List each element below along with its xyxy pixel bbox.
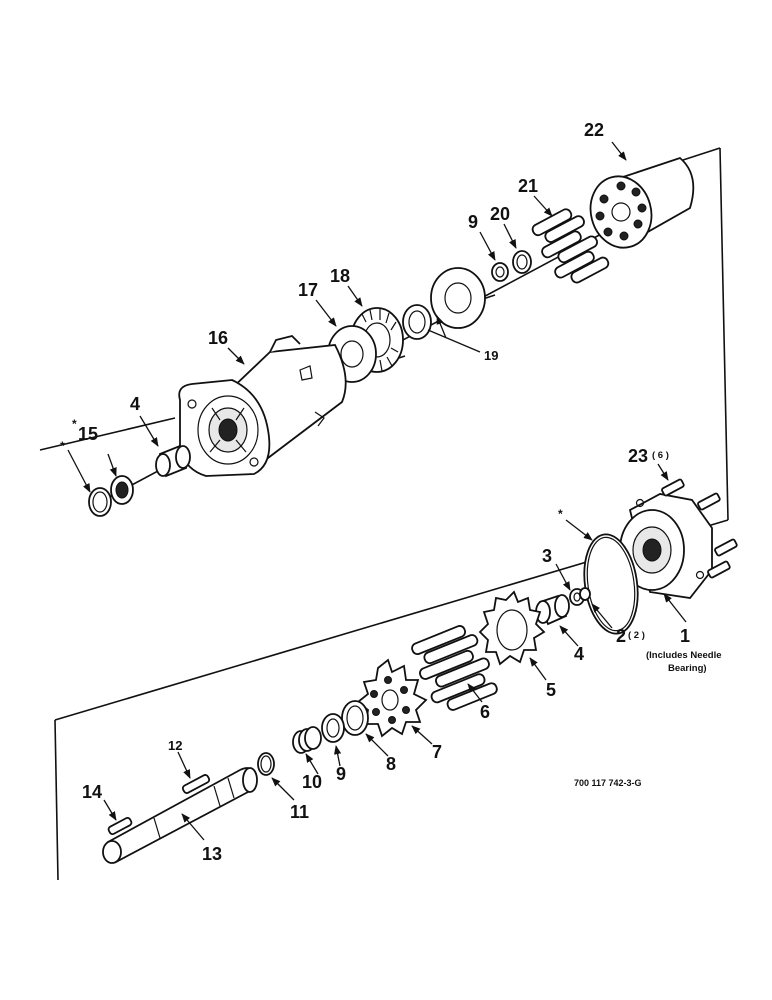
label-10: 10	[302, 772, 322, 792]
label-4-lower: 4	[574, 644, 584, 664]
part-16-housing	[178, 335, 347, 477]
label-2: 2	[616, 626, 626, 646]
label-11: 11	[290, 802, 309, 822]
label-1-note-line1: (Includes Needle	[646, 650, 722, 661]
label-9-lower: 9	[336, 764, 346, 784]
label-7: 7	[432, 742, 442, 762]
label-22: 22	[584, 120, 604, 140]
label-3: 3	[542, 546, 552, 566]
part-labels: 22 21 20 9 18 17 19 16 4 15 * * 23 ( 6 )…	[60, 120, 722, 864]
part-4-bushing-upper	[155, 444, 191, 478]
label-15: 15	[78, 424, 98, 444]
part-5-valve-plate	[478, 590, 546, 666]
part-14-key	[107, 816, 133, 836]
frame-lines	[39, 147, 729, 881]
part-13-shaft	[102, 767, 258, 864]
label-5: 5	[546, 680, 556, 700]
label-19: 19	[484, 348, 498, 363]
part-8-ring	[341, 700, 369, 736]
part-6-pistons	[411, 625, 498, 711]
part-22-cylinder-block	[589, 156, 695, 249]
part-19-thrust-washer	[430, 267, 486, 329]
label-12: 12	[168, 738, 182, 753]
part-7-retainer-plate	[356, 658, 428, 738]
label-4-upper: 4	[130, 394, 140, 414]
label-20: 20	[490, 204, 510, 224]
label-23: 23	[628, 446, 648, 466]
label-21: 21	[518, 176, 538, 196]
label-8: 8	[386, 754, 396, 774]
label-9-upper: 9	[468, 212, 478, 232]
part-2-bearing	[579, 587, 591, 601]
label-13: 13	[202, 844, 222, 864]
part-23-bolts	[661, 478, 738, 579]
part-19-bearing-ring	[402, 304, 432, 340]
label-1-note-line2: Bearing)	[668, 663, 707, 674]
asterisk-snap: *	[60, 439, 65, 453]
label-14: 14	[82, 782, 102, 802]
part-9-ring-upper	[491, 262, 509, 282]
part-4-bushing-lower	[535, 594, 570, 626]
leader-lines	[67, 141, 687, 841]
label-1: 1	[680, 626, 690, 646]
label-17: 17	[298, 280, 318, 300]
part-21-pistons	[531, 208, 610, 284]
label-23-qty: ( 6 )	[652, 450, 669, 461]
label-2-qty: ( 2 )	[628, 630, 645, 641]
asterisk-15: *	[72, 417, 77, 431]
drawing-reference-number: 700 117 742-3-G	[574, 778, 642, 788]
asterisk-o-ring: *	[558, 507, 563, 521]
label-16: 16	[208, 328, 228, 348]
label-18: 18	[330, 266, 350, 286]
part-11-snap-ring	[257, 752, 275, 776]
snap-ring-upper	[88, 487, 112, 517]
part-9-ring-lower	[321, 713, 345, 743]
part-10-spring	[292, 726, 322, 754]
part-15-seal	[110, 475, 134, 505]
part-12-key	[181, 774, 211, 794]
part-20-bushing	[512, 250, 532, 274]
label-6: 6	[480, 702, 490, 722]
part-1-end-cover	[619, 493, 713, 599]
